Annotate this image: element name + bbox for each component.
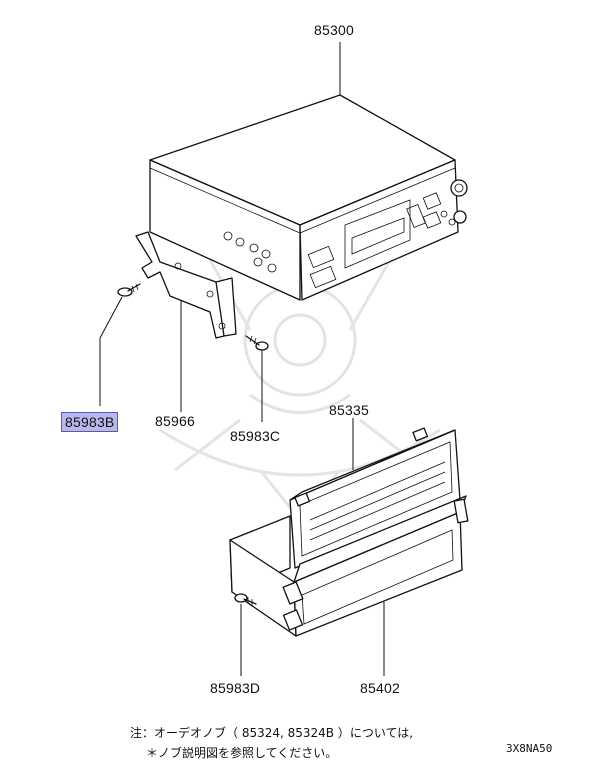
screw-85983C — [245, 335, 269, 351]
note-line-2: ＊ノブ説明図を参照してください。 — [146, 746, 338, 760]
leader-lines — [99, 42, 385, 676]
bracket-85966 — [135, 231, 237, 339]
label-85983D: 85983D — [210, 680, 261, 696]
label-85983B-highlighted: 85983B — [61, 412, 119, 432]
label-85335: 85335 — [329, 402, 369, 418]
pocket-85402 — [229, 495, 469, 637]
head-unit-85300 — [149, 94, 468, 301]
label-85983C: 85983C — [230, 428, 281, 444]
note-line-1: 注：オーデオノブ（ 85324, 85324B ）については, — [130, 726, 414, 740]
label-85300: 85300 — [314, 22, 354, 38]
screw-85983D — [234, 593, 257, 605]
label-85402: 85402 — [360, 680, 400, 696]
screw-85983B — [117, 283, 141, 297]
figure-code: 3X8NA50 — [506, 742, 553, 755]
label-85966: 85966 — [155, 413, 195, 429]
panel-85335 — [289, 427, 461, 569]
